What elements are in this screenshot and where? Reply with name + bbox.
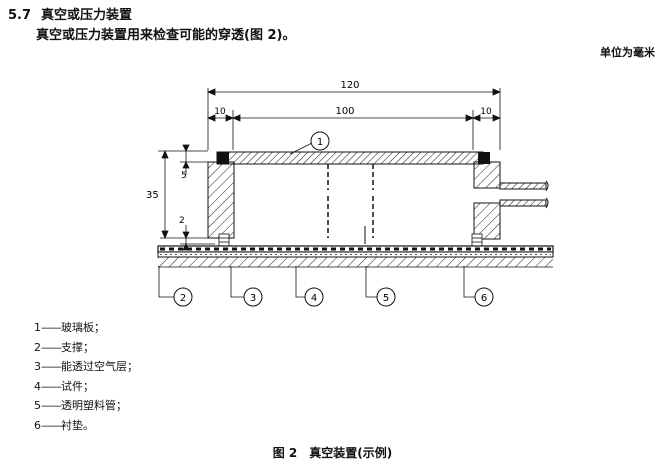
dim-right-wall-label: 10 xyxy=(480,107,492,117)
legend-item: 6——衬垫。 xyxy=(34,418,94,432)
legend-item: 5——透明塑料管； xyxy=(34,399,127,413)
callout-5 xyxy=(376,287,396,307)
intro-text: 真空或压力装置用来检查可能的穿透(图 2)。 xyxy=(36,28,296,43)
callout-5-label: 5 xyxy=(383,293,389,304)
callout-6 xyxy=(474,287,494,307)
callout-4 xyxy=(304,287,324,307)
base xyxy=(158,257,553,267)
legend-item: 2——支撑； xyxy=(34,340,94,354)
callout-leaders xyxy=(158,266,475,298)
seal-left xyxy=(217,152,229,164)
right-wall-lower xyxy=(473,202,501,240)
vacuum-device-diagram: 120 10 100 10 xyxy=(146,80,554,307)
callout-4-label: 4 xyxy=(311,293,317,304)
dim-inner-label: 100 xyxy=(335,106,354,117)
callout-3-label: 3 xyxy=(250,293,256,304)
legend: 1——玻璃板； 2——支撑； 3——能透过空气层； 4——试件； 5——透明塑料… xyxy=(34,318,138,436)
unit-note: 单位为毫米 xyxy=(600,46,655,59)
dim-bottom-gap-label: 2 xyxy=(179,216,185,226)
dim-height-label: 35 xyxy=(146,190,159,201)
gaskets xyxy=(218,233,483,247)
legend-item: 1——玻璃板； xyxy=(34,321,105,334)
glass-plate xyxy=(216,151,484,165)
callout-1 xyxy=(310,131,330,151)
seal-right xyxy=(478,152,490,164)
callout-2 xyxy=(173,287,193,307)
right-wall-upper xyxy=(473,161,501,189)
outlet-pipe xyxy=(499,180,549,209)
figure-title: 真空装置(示例) xyxy=(309,446,393,460)
callout-2-label: 2 xyxy=(180,293,186,304)
legend-item: 4——试件； xyxy=(34,379,94,393)
dim-top-gap-label: 5 xyxy=(181,171,187,181)
dim-inner xyxy=(206,110,502,150)
callout-6-label: 6 xyxy=(481,293,487,304)
section-title: 真空或压力装置 xyxy=(41,8,133,23)
figure-caption: 图 2 真空装置(示例) xyxy=(0,444,665,461)
section-heading: 5.7 真空或压力装置 xyxy=(8,4,132,23)
callout-3 xyxy=(243,287,263,307)
figure-number: 图 2 xyxy=(272,446,298,460)
dim-left-wall-label: 10 xyxy=(214,107,226,117)
callout-1-label: 1 xyxy=(317,137,323,148)
legend-item: 3——能透过空气层； xyxy=(34,360,138,374)
supports xyxy=(327,164,374,238)
dim-overall xyxy=(206,88,502,150)
dim-overall-label: 120 xyxy=(340,80,359,91)
dim-vertical xyxy=(158,144,215,251)
section-number: 5.7 xyxy=(8,8,32,23)
left-wall xyxy=(207,161,235,239)
